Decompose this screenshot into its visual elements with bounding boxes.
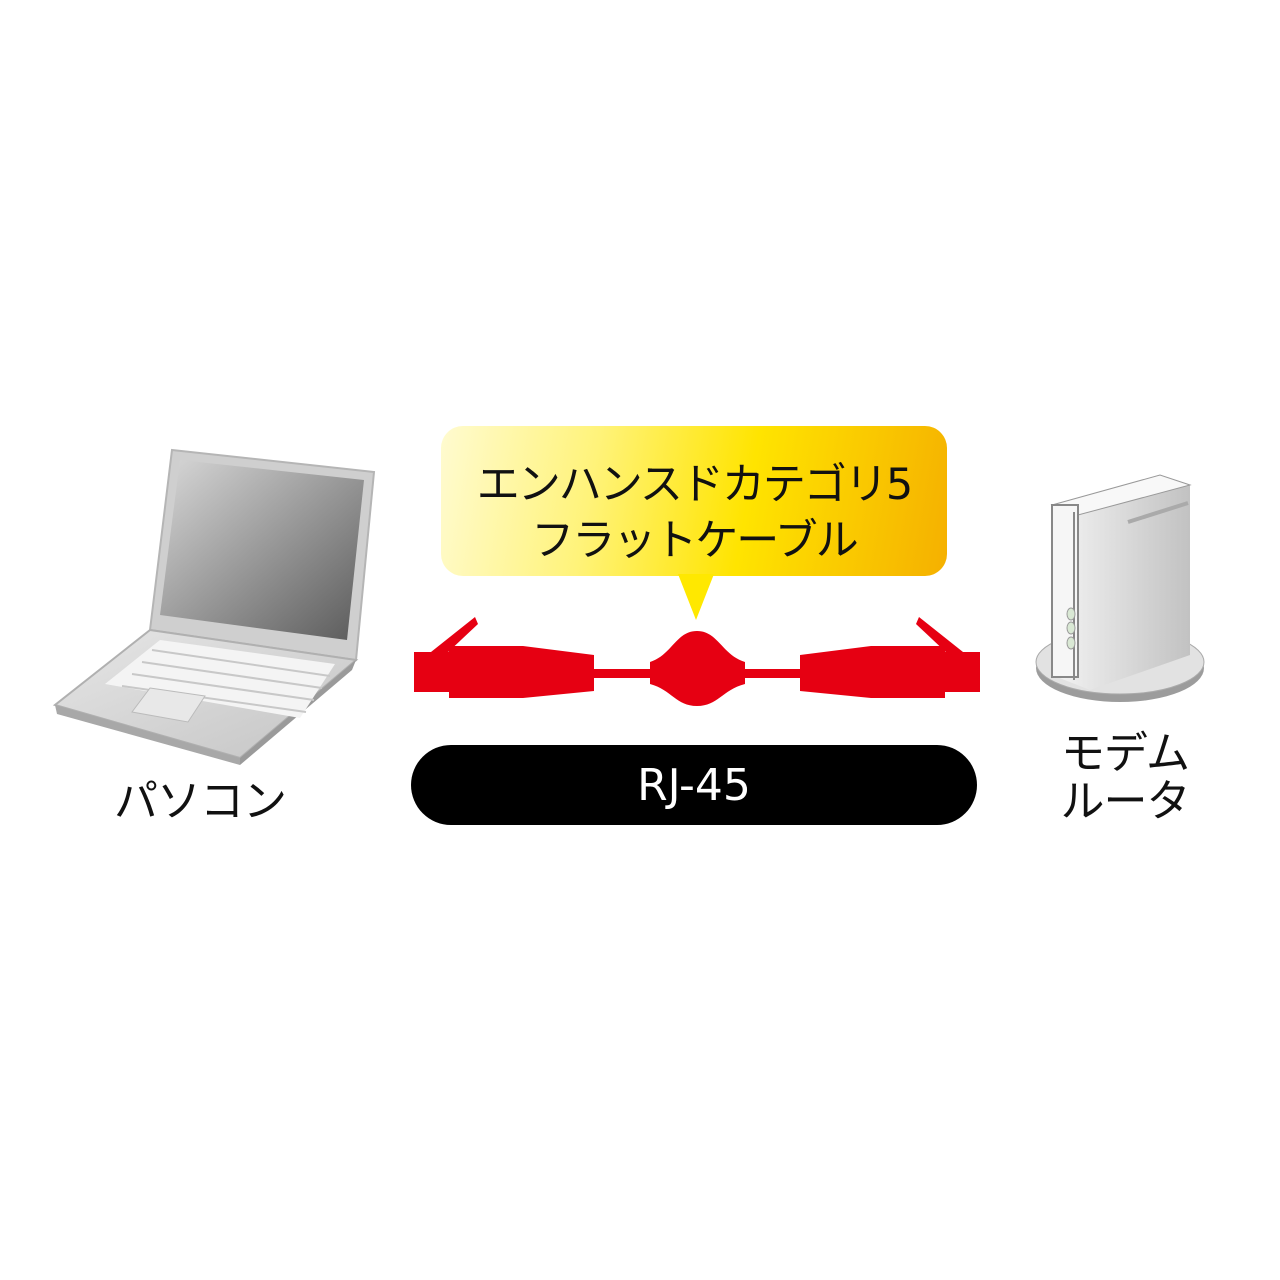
- callout-line-2: フラットケーブル: [531, 516, 858, 566]
- callout-line-1: エンハンスドカテゴリ5: [476, 460, 914, 510]
- router-label: モデム ルータ: [1030, 730, 1220, 826]
- router-label-line-2: ルータ: [1060, 776, 1191, 827]
- laptop-icon: [52, 448, 376, 765]
- router-icon: [1035, 474, 1205, 702]
- connector-label-pill: RJ-45: [411, 745, 977, 825]
- flat-cable-icon: [414, 617, 980, 706]
- callout-tail: [678, 574, 714, 620]
- router-label-line-1: モデム: [1060, 728, 1190, 779]
- pc-label: パソコン: [114, 776, 287, 827]
- cable-type-callout: エンハンスドカテゴリ5 フラットケーブル: [441, 426, 947, 576]
